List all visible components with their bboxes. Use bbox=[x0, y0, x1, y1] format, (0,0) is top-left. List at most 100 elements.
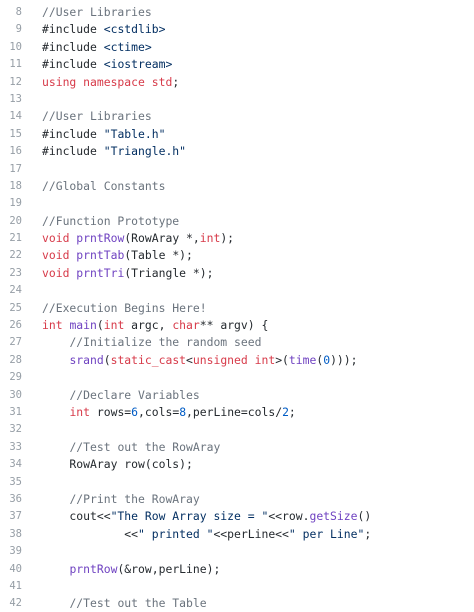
code-token: 6 bbox=[131, 404, 139, 419]
line-code bbox=[22, 578, 474, 595]
line-code: int main(int argc, char** argv) { bbox=[22, 317, 474, 334]
line-code bbox=[22, 421, 474, 438]
code-token: int bbox=[199, 231, 221, 246]
code-token: time bbox=[288, 352, 317, 367]
code-token: <iostream> bbox=[103, 57, 173, 72]
line-number: 10 bbox=[9, 40, 22, 53]
line-number: 26 bbox=[9, 319, 22, 332]
code-token: //Test out the RowAray bbox=[69, 439, 221, 454]
line-number: 32 bbox=[9, 423, 22, 436]
code-token: ,perLine=cols/ bbox=[186, 404, 283, 419]
line-code: //Test out the RowAray bbox=[22, 439, 474, 456]
code-token: ))); bbox=[330, 352, 358, 367]
code-line: 16#include "Triangle.h" bbox=[0, 143, 474, 160]
code-line: 32 bbox=[0, 421, 474, 438]
line-code bbox=[22, 91, 474, 108]
code-line: 14//User Libraries bbox=[0, 108, 474, 125]
line-code: //Function Prototype bbox=[22, 213, 474, 230]
line-number: 37 bbox=[9, 510, 22, 523]
line-code: void prntTab(Table *); bbox=[22, 247, 474, 264]
line-number: 36 bbox=[9, 492, 22, 505]
code-line: 8//User Libraries bbox=[0, 4, 474, 21]
line-code: void prntTri(Triangle *); bbox=[22, 265, 474, 282]
code-token bbox=[42, 335, 69, 349]
line-number: 41 bbox=[9, 579, 22, 592]
code-token: rows= bbox=[90, 404, 132, 419]
code-token bbox=[42, 492, 69, 506]
code-line: 38 <<" printed "<<perLine<<" per Line"; bbox=[0, 526, 474, 543]
code-token: unsigned int bbox=[192, 352, 276, 367]
code-line: 42 //Test out the Table bbox=[0, 595, 474, 612]
code-token: ,cols= bbox=[138, 404, 180, 419]
code-line: 18//Global Constants bbox=[0, 178, 474, 195]
line-code: cout<<"The Row Array size = "<<row.getSi… bbox=[22, 508, 474, 525]
line-number: 30 bbox=[9, 388, 22, 401]
code-line: 27 //Initialize the random seed bbox=[0, 334, 474, 351]
code-token: using namespace std bbox=[42, 74, 173, 89]
line-number: 35 bbox=[9, 475, 22, 488]
code-line: 31 int rows=6,cols=8,perLine=cols/2; bbox=[0, 404, 474, 421]
code-token: void bbox=[42, 265, 77, 280]
line-number: 34 bbox=[9, 458, 22, 471]
line-number: 31 bbox=[9, 405, 22, 418]
code-token bbox=[42, 562, 69, 576]
code-line: 34 RowAray row(cols); bbox=[0, 456, 474, 473]
line-code: //User Libraries bbox=[22, 108, 474, 125]
line-number: 25 bbox=[9, 301, 22, 314]
line-number: 42 bbox=[9, 597, 22, 610]
code-line: 19 bbox=[0, 195, 474, 212]
line-code: //Global Constants bbox=[22, 178, 474, 195]
code-token: #include bbox=[42, 144, 104, 159]
code-token: //Initialize the random seed bbox=[69, 335, 262, 350]
code-token: 2 bbox=[282, 404, 289, 419]
line-code: //Execution Begins Here! bbox=[22, 300, 474, 317]
line-code: using namespace std; bbox=[22, 74, 474, 91]
code-line: 35 bbox=[0, 474, 474, 491]
line-code bbox=[22, 543, 474, 560]
line-code: #include <cstdlib> bbox=[22, 21, 474, 38]
code-token: void bbox=[42, 231, 77, 246]
code-token: #include bbox=[42, 57, 104, 72]
code-token: //Test out the Table bbox=[69, 596, 207, 611]
code-token: //Execution Begins Here! bbox=[42, 300, 207, 315]
code-token: 0 bbox=[323, 352, 331, 367]
code-token: prntTab bbox=[76, 248, 125, 263]
line-number: 24 bbox=[9, 284, 22, 297]
code-token: (Table *); bbox=[124, 248, 193, 263]
line-code: //Declare Variables bbox=[22, 387, 474, 404]
code-token: "The Row Array size = " bbox=[110, 509, 269, 524]
line-number: 33 bbox=[9, 440, 22, 453]
code-line: 20//Function Prototype bbox=[0, 213, 474, 230]
code-token: < bbox=[186, 352, 193, 367]
code-line: 9#include <cstdlib> bbox=[0, 21, 474, 38]
line-number: 39 bbox=[9, 545, 22, 558]
line-number: 9 bbox=[15, 23, 22, 36]
code-token: (Triangle *); bbox=[124, 265, 214, 280]
code-line: 28 srand(static_cast<unsigned int>(time(… bbox=[0, 352, 474, 369]
line-code: void prntRow(RowAray *,int); bbox=[22, 230, 474, 247]
code-token: <ctime> bbox=[103, 39, 152, 54]
code-token: char bbox=[172, 318, 200, 333]
line-code: #include "Table.h" bbox=[22, 126, 474, 143]
code-token: <cstdlib> bbox=[103, 22, 166, 37]
code-token: ( bbox=[316, 352, 324, 367]
code-token: "Table.h" bbox=[103, 126, 166, 141]
code-line: 24 bbox=[0, 282, 474, 299]
line-code: #include "Triangle.h" bbox=[22, 143, 474, 160]
line-code bbox=[22, 369, 474, 386]
line-code bbox=[22, 282, 474, 299]
code-token: cout<< bbox=[42, 509, 111, 524]
code-line: 11#include <iostream> bbox=[0, 56, 474, 73]
code-line: 33 //Test out the RowAray bbox=[0, 439, 474, 456]
code-token: getSize bbox=[309, 509, 358, 524]
line-number: 40 bbox=[9, 562, 22, 575]
line-code: #include <iostream> bbox=[22, 56, 474, 73]
code-token: #include bbox=[42, 22, 104, 37]
line-number: 22 bbox=[9, 249, 22, 262]
code-token: >( bbox=[275, 352, 289, 367]
line-code: int rows=6,cols=8,perLine=cols/2; bbox=[22, 404, 474, 421]
